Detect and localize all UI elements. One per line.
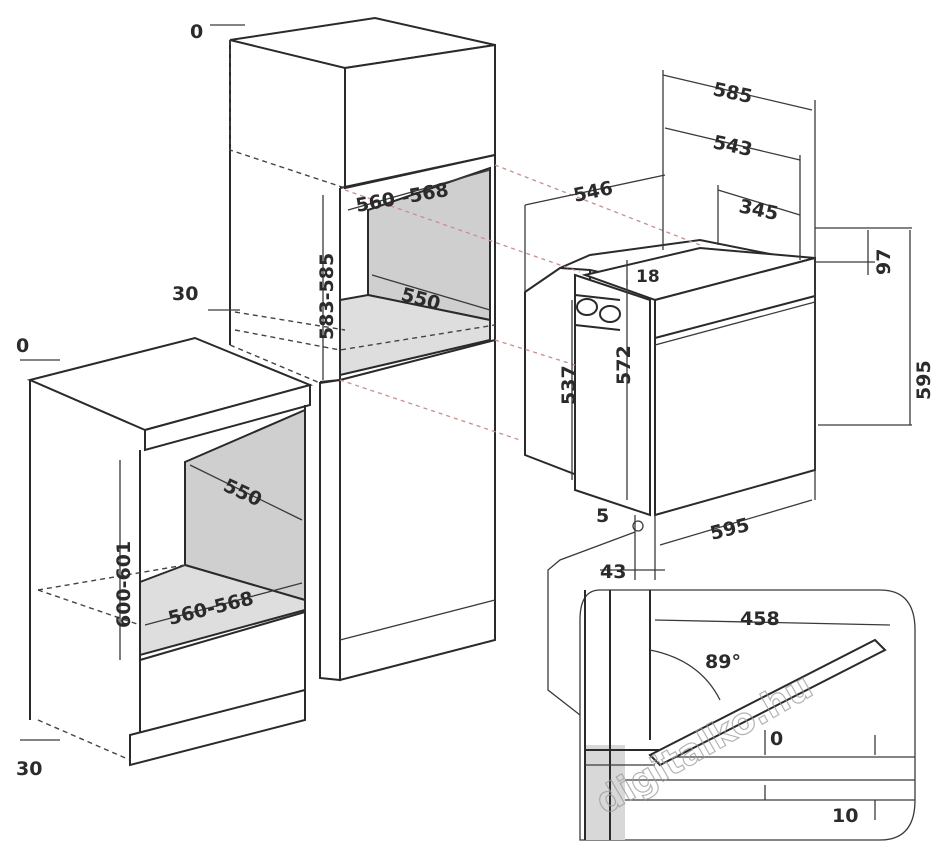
oven-rear-depth-label: 345 [737,195,780,225]
detail-depth-label: 458 [740,608,780,630]
watermark: digitalko.hu [589,666,820,823]
oven-body-height-label: 537 [558,365,580,405]
oven-bottom-offset-label: 5 [596,505,609,527]
oven-side-depth-label: 546 [571,177,614,207]
tall-height-label: 583-585 [316,253,338,340]
projection-lines [339,164,701,441]
tall-top-clearance-label: 0 [190,21,203,43]
oven-door-thickness-label: 43 [600,561,626,583]
tall-cabinet [229,16,496,682]
tall-side-clearance-label: 30 [172,283,198,305]
oven-total-height-label: 595 [913,360,933,400]
base-cabinet [26,336,314,767]
detail-inset [579,589,916,841]
oven-width-label: 595 [708,514,752,545]
detail-gap-top-label: 0 [770,728,783,750]
dimension-lines [20,24,912,741]
base-bottom-clearance-label: 30 [16,758,42,780]
detail-gap-bottom-label: 10 [832,805,858,827]
base-height-label: 600-601 [113,541,135,628]
oven-top-offset-label: 18 [636,267,660,287]
oven-inner-height-label: 572 [613,345,635,385]
oven-body-depth-label: 543 [711,131,754,161]
oven [524,238,816,517]
oven-panel-height-label: 97 [873,249,895,275]
oven-total-depth-label: 585 [711,78,754,108]
detail-angle-label: 89° [705,651,741,673]
base-top-clearance-label: 0 [16,335,29,357]
